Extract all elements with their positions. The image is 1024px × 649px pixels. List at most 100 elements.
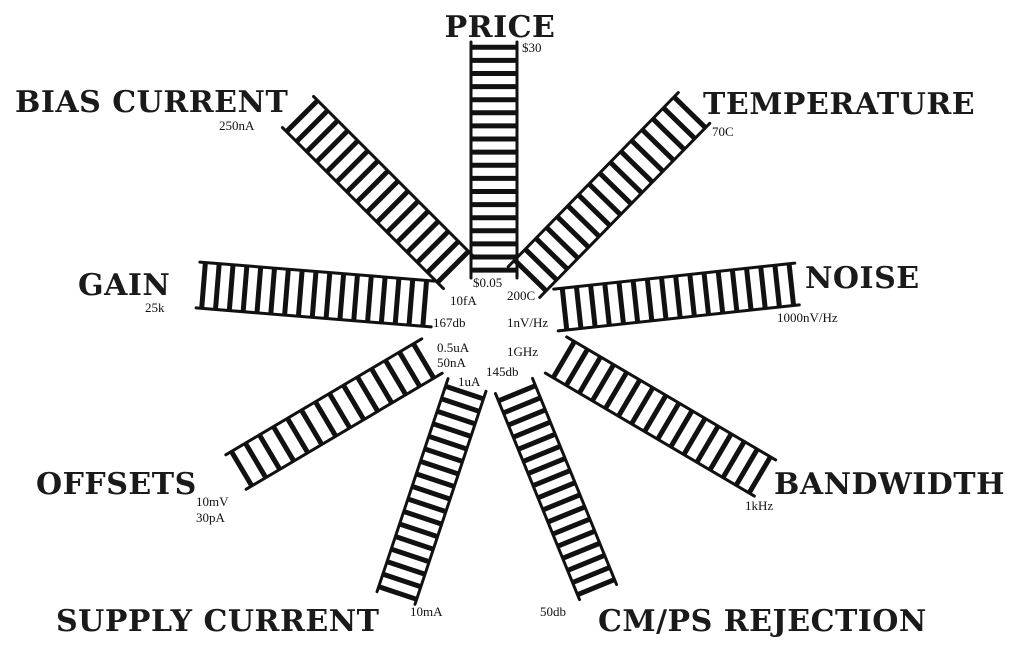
ladder-title-bandwidth: BANDWIDTH — [774, 467, 1005, 502]
ladder-rung — [619, 149, 655, 184]
ladder-rung — [440, 396, 481, 414]
ladder-rung — [573, 286, 584, 329]
ladder-inner-label-offsets: 0.5uA — [437, 340, 470, 355]
ladder-bandwidth — [543, 335, 778, 498]
ladder-title-cmps-rejection: CM/PS REJECTION — [598, 604, 927, 639]
ladder-rung — [285, 417, 310, 455]
ladder-title-bias-current: BIAS CURRENT — [15, 85, 288, 120]
ladder-rung — [608, 160, 644, 195]
ladder-rail — [224, 337, 424, 457]
ladder-rung — [644, 278, 655, 322]
ladder-outer-label-bias-current: 250nA — [219, 118, 255, 133]
ladder-rung — [602, 283, 612, 326]
ladder-rung — [411, 484, 451, 502]
ladder-rung — [351, 274, 360, 321]
ladder-rung — [397, 350, 422, 388]
ladder-outer-label-supply-current: 10mA — [410, 604, 443, 619]
ladder-rung — [420, 280, 430, 327]
ladder-rung — [419, 458, 460, 477]
ladder-rail — [198, 260, 437, 283]
ladder-rung — [395, 209, 431, 245]
ladder-price — [469, 40, 519, 280]
ladder-rung — [523, 247, 559, 282]
ladder-rung — [576, 193, 612, 228]
ladder-rung — [240, 265, 250, 312]
ladder-rail — [531, 376, 619, 586]
ladder-rung — [541, 492, 581, 513]
ladder-rung — [603, 370, 629, 410]
ladder-rung — [435, 249, 471, 285]
ladder-rung — [746, 455, 773, 495]
ladder-inner-label-supply-current: 1uA — [458, 374, 481, 389]
ladder-rung — [341, 383, 366, 421]
ladder-rung — [271, 425, 296, 463]
ladder-rung — [517, 431, 557, 452]
ladder-rung — [299, 408, 324, 446]
ladder-rung — [314, 128, 350, 164]
ladder-rung — [428, 433, 468, 452]
ladder-supply-current — [375, 377, 488, 606]
ladder-temperature — [506, 91, 712, 299]
ladder-rung — [327, 392, 352, 430]
ladder-rung — [394, 534, 435, 552]
ladder-rung — [642, 394, 669, 433]
ladder-rung — [324, 138, 360, 174]
ladder-rung — [566, 203, 601, 239]
ladder-rung — [758, 266, 768, 309]
ladder-rung — [720, 440, 747, 479]
ladder-title-price: PRICE — [445, 10, 556, 45]
ladder-rung — [497, 383, 537, 404]
ladder-rung — [640, 127, 676, 163]
ladder-rung — [655, 401, 682, 441]
ladder-rung — [378, 276, 388, 324]
ladder-title-temperature: TEMPERATURE — [703, 87, 975, 122]
ladder-rung — [323, 272, 333, 319]
ladder-outer-label-offsets: 10mV — [196, 494, 229, 509]
ladder-rung — [257, 433, 282, 471]
ladder-rung — [559, 287, 570, 331]
ladder-rung — [398, 521, 439, 540]
ladder-rung — [268, 267, 277, 315]
ladder-rung — [382, 571, 422, 590]
ladder-inner-label-noise: 1nV/Hz — [507, 315, 548, 330]
ladder-rung — [313, 400, 338, 438]
ladder-rung — [707, 432, 734, 472]
ladder-outer-label-temperature: 70C — [712, 124, 734, 139]
ladder-rung — [405, 219, 441, 255]
ladder-rail — [493, 392, 581, 602]
ladder-rung — [254, 266, 264, 314]
ladder-rung — [687, 274, 697, 317]
ladder-rung — [630, 280, 641, 323]
ladder-inner-label-price: $0.05 — [473, 275, 502, 290]
ladder-inner-label-2-offsets: 50nA — [437, 355, 467, 370]
ladder-outer-label-noise: 1000nV/Hz — [777, 310, 838, 325]
ladder-outer-label-cmps-rejection: 50db — [540, 604, 566, 619]
ladder-rung — [407, 496, 447, 514]
ladder-inner-label-bias-current: 10fA — [450, 293, 477, 308]
ladder-title-supply-current: SUPPLY CURRENT — [56, 604, 380, 639]
ladder-rung — [502, 395, 542, 416]
ladder-rung — [512, 258, 548, 293]
ladder-inner-label-bandwidth: 1GHz — [507, 344, 538, 359]
ladder-rung — [337, 273, 347, 320]
ladder-rung — [556, 528, 596, 549]
ladder-rung — [744, 268, 754, 311]
ladder-outer-label-bandwidth: 1kHz — [745, 498, 773, 513]
ladder-rung — [537, 480, 576, 501]
ladder-title-offsets: OFFSETS — [36, 467, 197, 502]
ladder-bias-current — [280, 94, 477, 291]
ladder-rung — [423, 446, 464, 464]
ladder-inner-label-cmps-rejection: 145db — [486, 364, 519, 379]
ladder-rung — [377, 584, 418, 602]
ladder-rung — [681, 417, 708, 456]
ladder-rail — [413, 389, 488, 606]
ladder-rung — [527, 456, 567, 476]
ladder-noise — [552, 261, 801, 333]
ladder-rung — [564, 347, 590, 387]
ladder-rung — [406, 279, 416, 326]
ladder-rung — [577, 355, 603, 395]
ladder-rail — [244, 371, 444, 491]
ladder-rung — [282, 269, 291, 316]
ladder-rung — [512, 419, 552, 440]
